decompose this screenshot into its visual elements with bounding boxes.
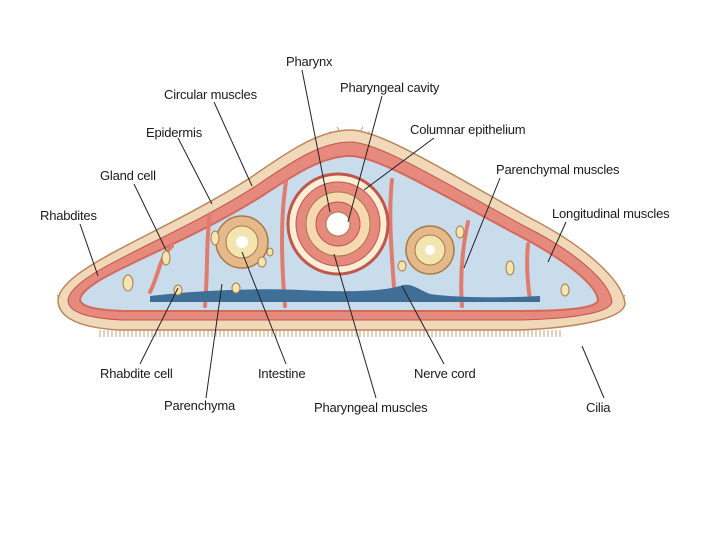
label-columnar-epithelium: Columnar epithelium (410, 122, 526, 137)
gland-cells (122, 225, 570, 297)
label-circular-muscles: Circular muscles (164, 87, 257, 102)
label-pharynx: Pharynx (286, 54, 333, 69)
label-intestine: Intestine (258, 366, 306, 381)
leader-lines (79, 69, 605, 399)
intestine-right (405, 225, 455, 275)
label-longitudinal-muscles: Longitudinal muscles (552, 206, 670, 221)
label-nerve-cord: Nerve cord (414, 366, 476, 381)
label-parenchyma: Parenchyma (164, 398, 235, 413)
label-gland-cell: Gland cell (100, 168, 156, 183)
intestine-left (215, 215, 269, 269)
label-cilia: Cilia (586, 400, 611, 415)
label-rhabdite-cell: Rhabdite cell (100, 366, 173, 381)
label-epidermis: Epidermis (146, 125, 202, 140)
label-rhabdites: Rhabdites (40, 208, 97, 223)
label-parenchymal-muscles: Parenchymal muscles (496, 162, 620, 177)
pharynx (286, 172, 390, 276)
label-pharyngeal-muscles: Pharyngeal muscles (314, 400, 428, 415)
label-pharyngeal-cavity: Pharyngeal cavity (340, 80, 440, 95)
